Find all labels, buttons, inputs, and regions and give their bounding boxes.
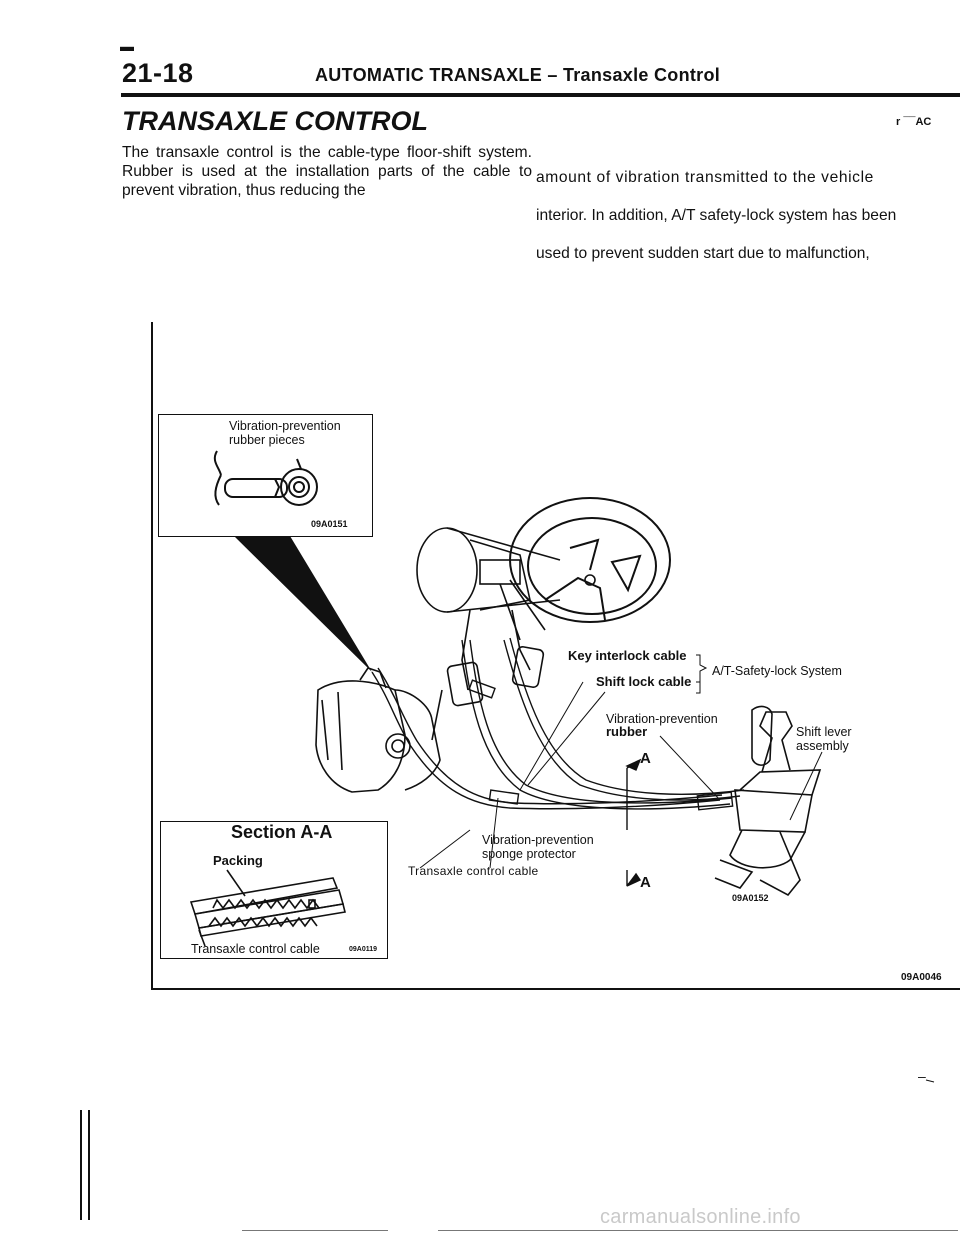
- section-marker-top: A: [640, 750, 651, 767]
- transaxle-body-drawing: [315, 667, 441, 793]
- vibration-sponge-label-line-2: sponge protector: [482, 847, 576, 861]
- rubber-pieces-label-line-2: rubber pieces: [229, 433, 305, 447]
- section-a-a-title: Section A-A: [231, 822, 333, 842]
- section-cable-label: Transaxle control cable: [191, 942, 320, 956]
- body-right-column: amount of vibration transmitted to the v…: [536, 149, 960, 282]
- figure-code: 09A0046: [901, 972, 942, 983]
- shift-lever-assembly-drawing: [714, 705, 822, 897]
- leader-lines: [419, 654, 823, 869]
- vibration-rubber-label-line-1: Vibration-prevention: [606, 712, 718, 726]
- inset-rubber-pieces: Vibration-prevention rubber pieces 09A01…: [158, 414, 373, 537]
- binding-bar-left: [80, 1110, 82, 1220]
- callout-wedge: [234, 536, 372, 672]
- pedal-assembly-drawing: [431, 609, 545, 741]
- shift-lever-label-line-2: assembly: [796, 739, 849, 753]
- section-title: TRANSAXLE CONTROL: [122, 106, 428, 136]
- section-a-a-drawing: [189, 869, 346, 947]
- figure-frame-bottom: [151, 988, 960, 990]
- inset-bottom-code: 09A0119: [349, 946, 378, 953]
- running-title: AUTOMATIC TRANSAXLE – Transaxle Control: [315, 65, 721, 85]
- inner-figure-code: 09A0152: [732, 893, 769, 903]
- key-interlock-cable-label: Key interlock cable: [568, 648, 687, 663]
- body-left-column: The transaxle control is the cable-type …: [122, 144, 532, 199]
- cable-routing-drawing: [371, 637, 745, 811]
- safety-lock-system-label: A/T-Safety-lock System: [712, 664, 842, 678]
- footer-rule-right: [438, 1230, 958, 1231]
- section-cut-markers: [625, 758, 642, 887]
- stray-mark: [925, 1079, 935, 1083]
- body-right-line-1: amount of vibration transmitted to the v…: [536, 169, 874, 186]
- packing-label: Packing: [213, 853, 263, 868]
- inset-top-code: 09A0151: [311, 519, 348, 529]
- section-marker-bottom: A: [640, 874, 651, 891]
- vibration-sponge-label-line-1: Vibration-prevention: [482, 833, 594, 847]
- page-number: 21-18: [122, 58, 194, 88]
- rubber-pieces-label-line-1: Vibration-prevention: [229, 419, 341, 433]
- footer-site-watermark: carmanualsonline.info: [600, 1206, 801, 1228]
- steering-column-drawing: [416, 527, 596, 641]
- shift-lever-label-line-1: Shift lever: [796, 725, 852, 739]
- header-rule: [121, 93, 960, 97]
- transaxle-control-cable-label: Transaxle control cable: [408, 864, 539, 878]
- footer-rule-left: [242, 1230, 388, 1231]
- footer-dash: –: [918, 1068, 926, 1084]
- section-code-mark: r ¯¯AC: [896, 116, 932, 128]
- binding-bar-right: [88, 1110, 90, 1220]
- body-right-line-2: interior. In addition, A/T safety-lock s…: [536, 207, 897, 224]
- rubber-pieces-drawing: [213, 450, 318, 506]
- body-right-line-3: used to prevent sudden start due to malf…: [536, 245, 870, 262]
- figure-frame-left: [151, 322, 153, 990]
- corner-arrow-mark: ▬: [120, 38, 134, 54]
- inset-section-a-a: Section A-A Packing Transaxle control ca…: [160, 821, 388, 959]
- shift-lock-cable-label: Shift lock cable: [596, 674, 692, 689]
- vibration-rubber-label-line-2: rubber: [606, 724, 648, 739]
